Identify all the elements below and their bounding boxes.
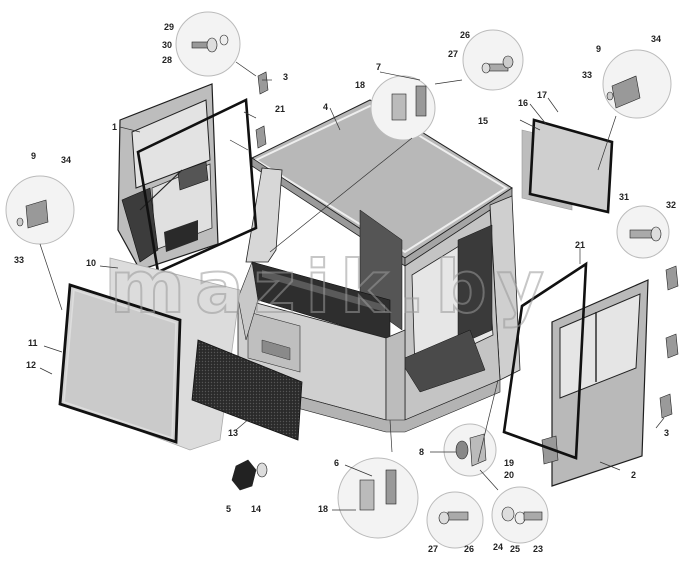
callout-9: 9: [596, 44, 601, 54]
callout-3: 3: [283, 72, 288, 82]
callout-14: 14: [251, 504, 261, 514]
callout-6: 6: [334, 458, 339, 468]
callout-21b: 21: [575, 240, 585, 250]
callout-17: 17: [537, 90, 547, 100]
callout-12: 12: [26, 360, 36, 370]
callout-34: 34: [651, 34, 661, 44]
leader-lines: [39, 61, 665, 511]
callout-9b: 9: [31, 151, 36, 161]
callout-1: 1: [112, 122, 117, 132]
hinge-parts: [255, 71, 679, 419]
callout-21: 21: [275, 104, 285, 114]
callout-13: 13: [228, 428, 238, 438]
callout-26: 26: [460, 30, 470, 40]
callout-24: 24: [493, 542, 503, 552]
callout-27b: 27: [428, 544, 438, 554]
callout-15: 15: [478, 116, 488, 126]
cab-body: [237, 99, 521, 433]
callout-8: 8: [419, 447, 424, 457]
callout-25: 25: [510, 544, 520, 554]
callout-33b: 33: [14, 255, 24, 265]
watermark: mazik.by: [110, 245, 554, 329]
callout-34b: 34: [61, 155, 71, 165]
callout-19: 19: [504, 458, 514, 468]
callout-7: 7: [376, 62, 381, 72]
right-door: [541, 279, 649, 487]
callout-2: 2: [631, 470, 636, 480]
callout-3b: 3: [664, 428, 669, 438]
callout-5: 5: [226, 504, 231, 514]
callout-27: 27: [448, 49, 458, 59]
rear-window-assembly: [521, 118, 614, 214]
callout-18b: 18: [318, 504, 328, 514]
callout-23: 23: [533, 544, 543, 554]
callout-16: 16: [518, 98, 528, 108]
callout-29: 29: [164, 22, 174, 32]
front-lower-panel: [191, 339, 303, 441]
callout-32: 32: [666, 200, 676, 210]
callout-18: 18: [355, 80, 365, 90]
callout-4: 4: [323, 102, 328, 112]
callout-26b: 26: [464, 544, 474, 554]
callout-28: 28: [162, 55, 172, 65]
callout-31: 31: [619, 192, 629, 202]
left-window-assembly: [58, 257, 241, 451]
detail-contents: [16, 34, 662, 525]
callout-11: 11: [28, 338, 38, 348]
callout-30: 30: [162, 40, 172, 50]
callout-33: 33: [582, 70, 592, 80]
right-door-seal: [502, 261, 588, 460]
callout-10: 10: [86, 258, 96, 268]
callout-labels: 29 30 28 3 21 1 4 7 18 26 27 9 34 33 17 …: [14, 22, 676, 554]
callout-20: 20: [504, 470, 514, 480]
left-door-seal: [136, 98, 258, 274]
left-door: [117, 83, 219, 271]
